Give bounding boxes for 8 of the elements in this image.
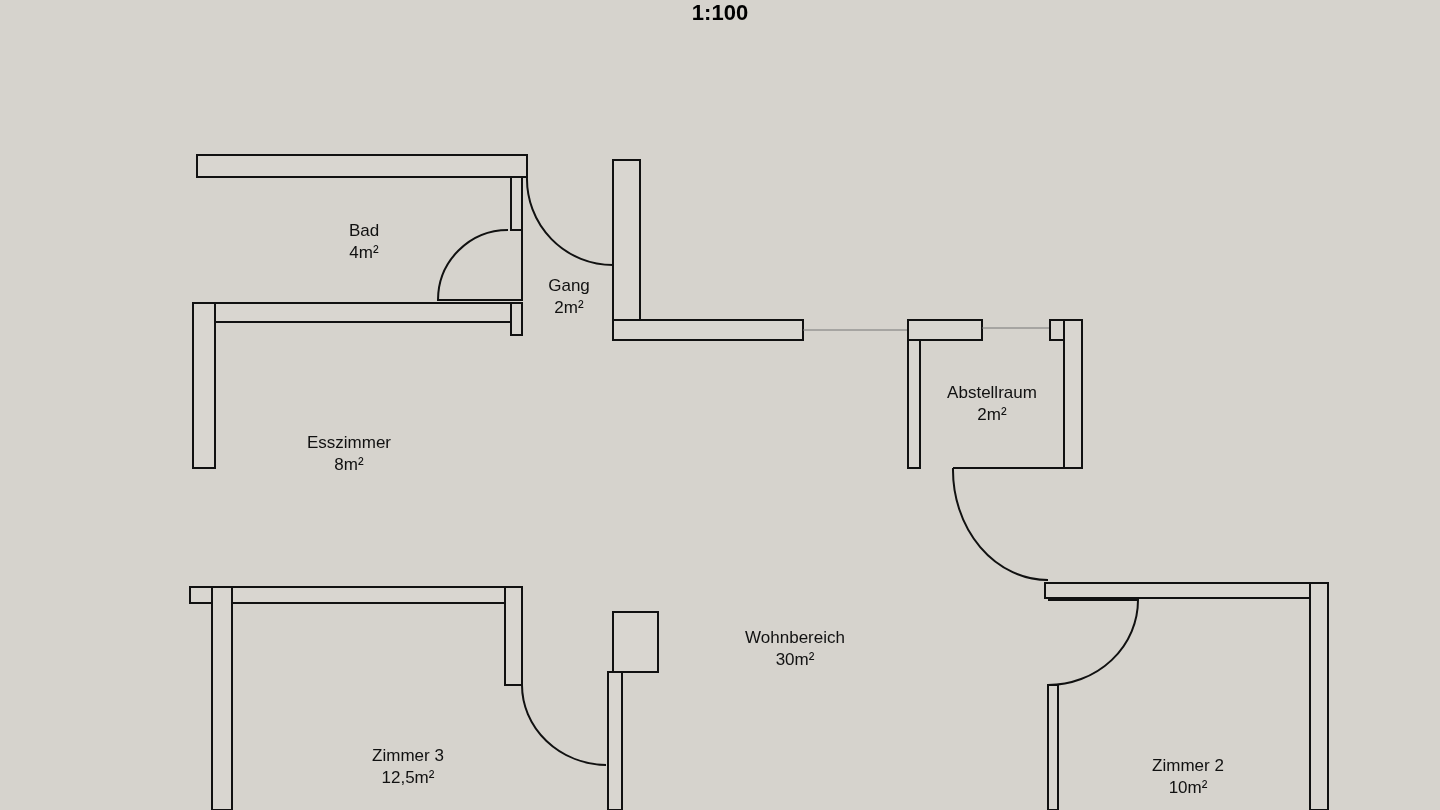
scale-title: 1:100 [691,0,749,26]
room-label: Bad 4m² [348,220,380,265]
room-label: Zimmer 3 12,5m² [372,745,444,790]
room-label: Abstellraum 2m² [947,382,1037,427]
room-label: Esszimmer 8m² [306,432,392,477]
room-label: Wohnbereich 30m² [745,627,845,672]
room-label: Zimmer 2 10m² [1152,755,1224,800]
room-label: Gang 2m² [548,275,590,320]
